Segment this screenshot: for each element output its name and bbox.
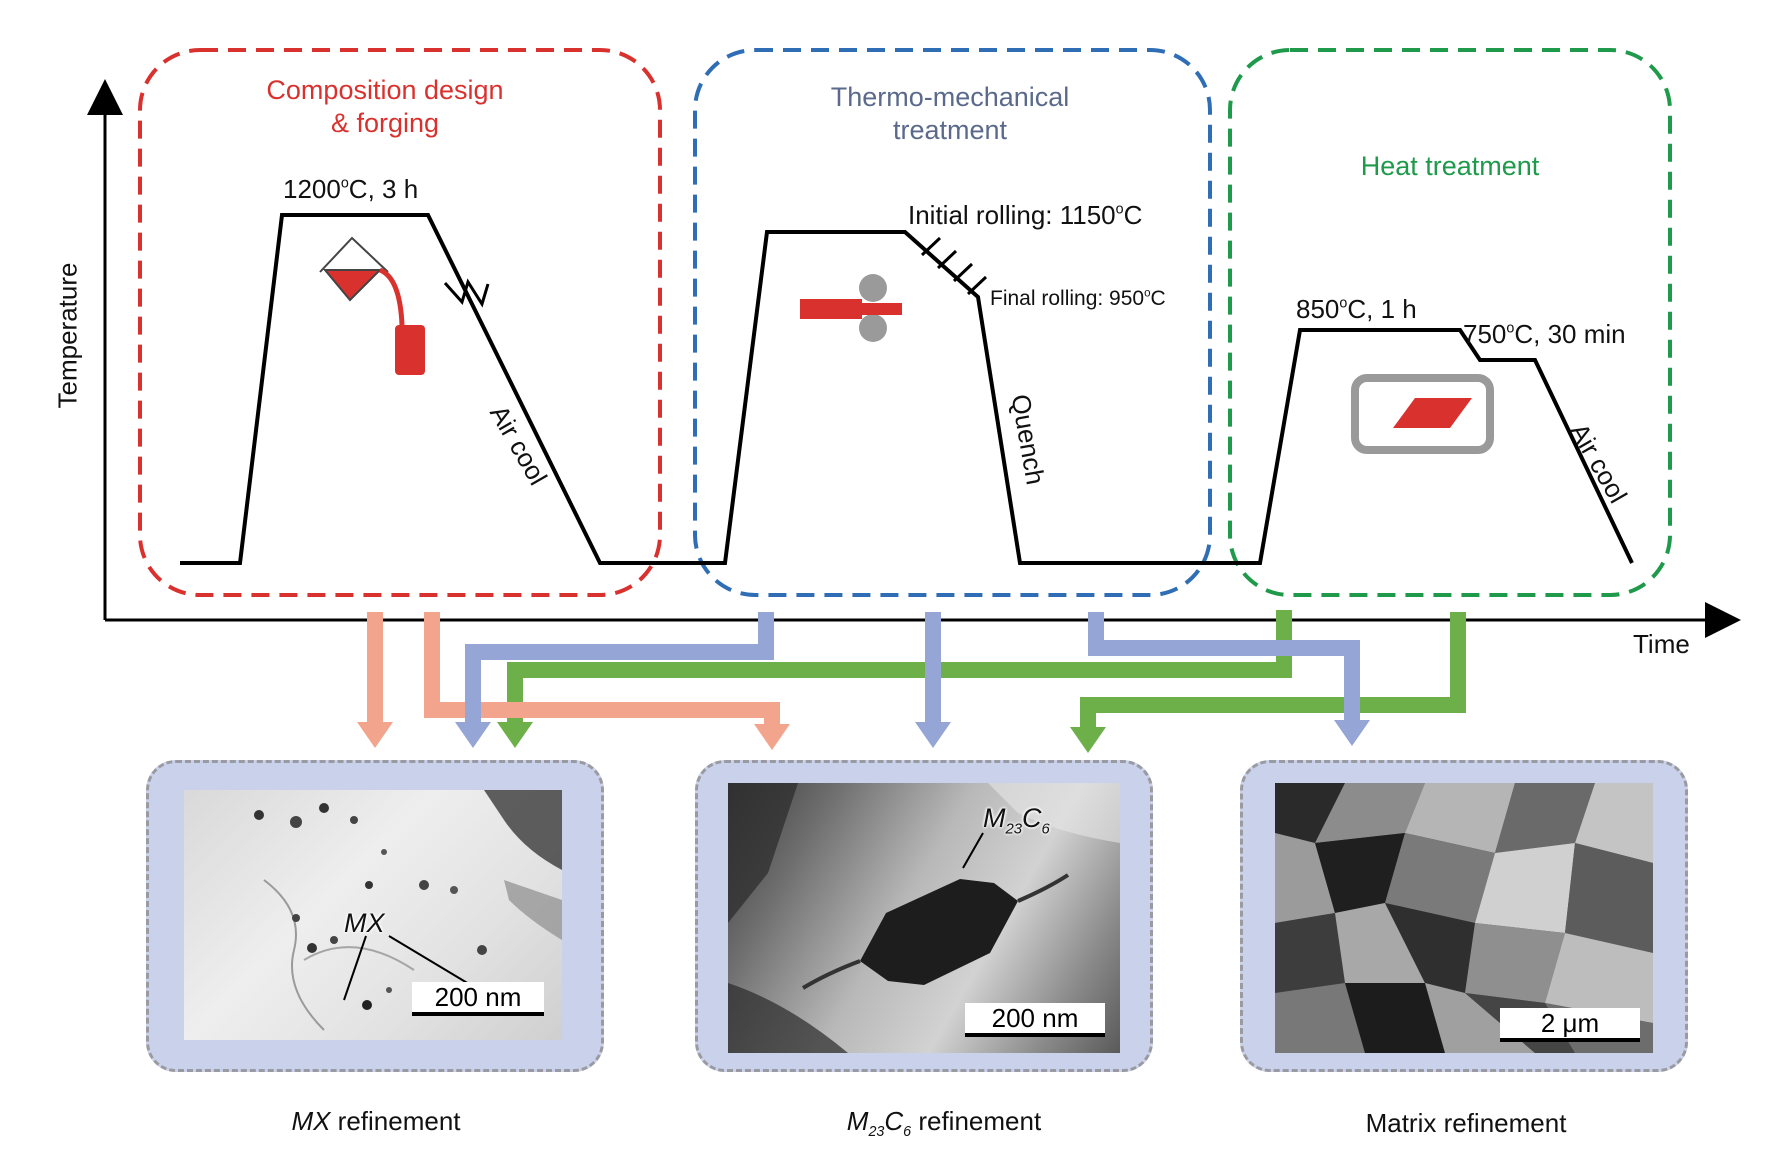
break-marker	[443, 278, 490, 308]
mx-tag: MX	[344, 908, 385, 938]
route-arrows	[367, 610, 1466, 730]
x-axis-label: Time	[1633, 629, 1690, 659]
m23c6-micrograph-panel: M23C6 200 nm	[695, 760, 1153, 1072]
rolling-mill-icon	[800, 274, 902, 342]
route-arrowheads	[357, 720, 1370, 753]
m23c6-micrograph-image: M23C6 200 nm	[728, 783, 1120, 1053]
mx-particles	[254, 790, 562, 1031]
matrix-refinement-caption: Matrix refinement	[1365, 1108, 1567, 1138]
mx-refinement-caption: MX refinement	[291, 1106, 461, 1136]
stage-box-thermo	[693, 48, 1212, 597]
furnace-icon	[1351, 374, 1494, 454]
m23c6-particle	[728, 783, 1120, 1053]
matrix-micrograph-panel: 2 μm	[1240, 760, 1688, 1072]
matrix-grains	[1275, 783, 1653, 1053]
matrix-scale-bar: 2 μm	[1500, 1008, 1640, 1042]
m23c6-scale-bar: 200 nm	[965, 1003, 1105, 1037]
temperature-curve	[180, 213, 1634, 565]
casting-icon	[319, 236, 425, 375]
mx-micrograph-panel: MX 200 nm	[146, 760, 604, 1072]
initial-rolling-label: Initial rolling: 1150oC	[908, 200, 1143, 230]
mx-scale-bar: 200 nm	[412, 982, 544, 1016]
stage-title-thermo: Thermo-mechanical treatment	[830, 82, 1070, 145]
stage-title-composition: Composition design & forging	[266, 75, 504, 138]
forging-temperature-label: 1200oC, 3 h	[283, 174, 419, 204]
mx-micrograph-image: MX 200 nm	[184, 790, 562, 1040]
ht2-temperature-label: 750oC, 30 min	[1463, 319, 1626, 349]
stage-box-composition	[138, 48, 662, 597]
matrix-micrograph-image: 2 μm	[1275, 783, 1653, 1053]
final-rolling-label: Final rolling: 950oC	[990, 287, 1166, 310]
y-axis-label: Temperature	[52, 262, 83, 409]
rolling-ticks	[920, 236, 988, 296]
ht1-temperature-label: 850oC, 1 h	[1296, 294, 1417, 324]
stage-box-heat	[1228, 48, 1672, 597]
stage-title-heat: Heat treatment	[1360, 151, 1540, 181]
m23c6-tag: M23C6	[983, 803, 1050, 838]
m23c6-refinement-caption: M23C6 refinement	[846, 1106, 1042, 1141]
